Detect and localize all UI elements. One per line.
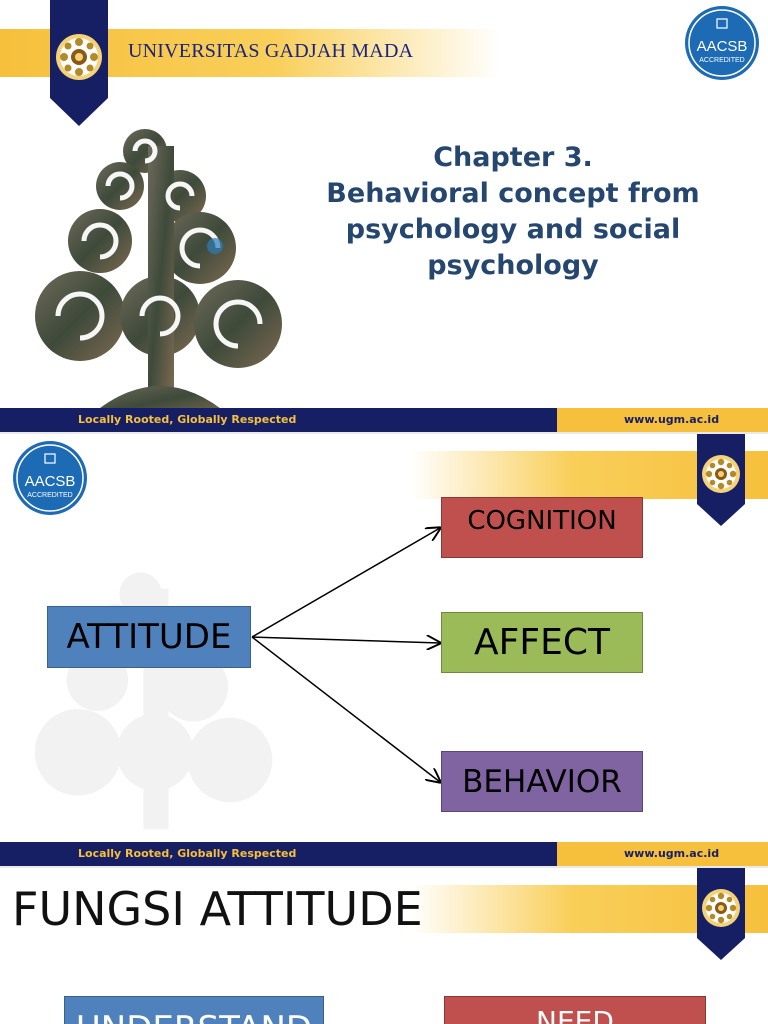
aacsb-badge: AACSB ACCREDITED — [12, 440, 88, 516]
ugm-seal-icon — [702, 455, 740, 493]
aacsb-text: AACSB — [697, 38, 748, 55]
diagram-arrows — [251, 434, 768, 866]
arrow-to-behavior — [251, 636, 440, 782]
arrow-to-affect — [251, 637, 440, 643]
slide-attitude-diagram: AACSB ACCREDITED — [0, 434, 768, 866]
slide-fungsi-attitude: FUNGSI ATTITUDE UNDERSTAND NEED — [0, 868, 768, 1024]
footer-tagline: Locally Rooted, Globally Respected — [78, 413, 297, 426]
ugm-ribbon — [697, 868, 745, 960]
footer-tagline: Locally Rooted, Globally Respected — [78, 847, 297, 860]
tree-photo-collage — [30, 126, 290, 420]
university-name: UNIVERSITAS GADJAH MADA — [128, 40, 414, 62]
aacsb-badge: AACSB ACCREDITED — [684, 5, 760, 81]
tree-watermark — [30, 564, 280, 858]
slide-heading: FUNGSI ATTITUDE — [12, 882, 423, 936]
aacsb-text: AACSB — [25, 473, 76, 490]
chapter-title: Chapter 3. Behavioral concept from psych… — [298, 140, 728, 284]
need-box: NEED — [444, 996, 706, 1024]
title-line-3: psychology and social — [345, 214, 681, 245]
slide-footer: Locally Rooted, Globally Respected www.u… — [0, 842, 768, 866]
ugm-seal-icon — [702, 889, 740, 927]
slide-footer: Locally Rooted, Globally Respected www.u… — [0, 408, 768, 432]
ugm-seal-icon — [56, 34, 102, 80]
title-line-1: Chapter 3. — [433, 142, 593, 173]
aacsb-accredited-text: ACCREDITED — [27, 492, 73, 499]
footer-url: www.ugm.ac.id — [624, 413, 720, 426]
footer-url: www.ugm.ac.id — [624, 847, 720, 860]
title-line-4: psychology — [427, 250, 599, 281]
understand-box: UNDERSTAND — [64, 996, 324, 1024]
title-line-2: Behavioral concept from — [326, 178, 700, 209]
slide-title: UNIVERSITAS GADJAH MADA AACSB ACCREDITED — [0, 0, 768, 432]
behavior-box: BEHAVIOR — [441, 751, 643, 812]
ugm-ribbon — [50, 0, 108, 126]
aacsb-accredited-text: ACCREDITED — [699, 57, 745, 64]
ugm-ribbon — [697, 434, 745, 526]
arrow-to-cognition — [251, 528, 440, 638]
attitude-box: ATTITUDE — [47, 606, 251, 668]
cognition-box: COGNITION — [441, 497, 643, 558]
affect-box: AFFECT — [441, 612, 643, 673]
